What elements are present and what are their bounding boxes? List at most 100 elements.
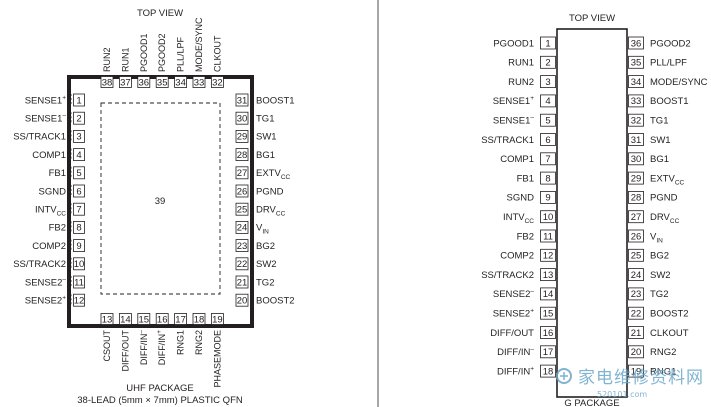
- uhf-pin-20-name: BOOST2: [256, 296, 295, 307]
- g-pin-25-name: BG2: [650, 251, 669, 262]
- g-package-body: [556, 28, 628, 398]
- uhf-pin-7-number: 7: [76, 205, 81, 216]
- g-pin-24-name: SW2: [650, 270, 671, 281]
- uhf-pin-2-number: 2: [76, 114, 81, 125]
- uhf-pin-27-name: EXTVCC: [256, 168, 291, 181]
- uhf-pin-28-number: 28: [237, 150, 248, 161]
- uhf-pin-17-number: 17: [175, 314, 186, 325]
- g-pin-33-number: 33: [631, 96, 642, 107]
- g-pin-30-number: 30: [631, 154, 642, 165]
- uhf-pin-3-name: SS/TRACK1: [13, 132, 66, 143]
- uhf-pin-37-number: 37: [120, 77, 131, 88]
- uhf-pin-11-number: 11: [74, 277, 84, 288]
- uhf-pin-16-name: DIFF/IN+: [156, 330, 167, 366]
- g-pin-3-name: RUN2: [508, 77, 534, 88]
- uhf-pin-18-number: 18: [194, 314, 205, 325]
- uhf-pin-7-box: [73, 202, 85, 216]
- g-pin-21-number: 21: [631, 328, 642, 339]
- g-pin-11-number: 11: [543, 231, 553, 242]
- g-pin-35-box: [628, 55, 644, 69]
- g-pin-16-number: 16: [543, 328, 554, 339]
- g-pin-14-name: SENSE2–: [493, 288, 535, 300]
- g-top-view-label: TOP VIEW: [569, 13, 615, 24]
- uhf-pin-18-box: [192, 313, 206, 325]
- uhf-pin-37-name: RUN1: [120, 47, 130, 72]
- g-pin-17-number: 17: [543, 347, 554, 358]
- uhf-pin-6-number: 6: [76, 186, 81, 197]
- watermark: 家电维修资料网 520101.com: [556, 368, 703, 399]
- g-package-name: G PACKAGE: [564, 398, 619, 407]
- uhf-pin-22-box: [235, 257, 249, 271]
- g-pin-31-name: SW1: [650, 135, 671, 146]
- uhf-pin-8-number: 8: [76, 223, 81, 234]
- g-pin-5-box: [540, 113, 556, 127]
- g-pin-36-number: 36: [631, 38, 642, 49]
- uhf-pin-14-name: DIFF/OUT: [120, 330, 130, 372]
- uhf-pin-22-number: 22: [237, 259, 248, 270]
- uhf-pin-8-name: FB2: [49, 223, 66, 234]
- g-left-pins: 1PGOOD12RUN13RUN24SENSE1+5SENSE1–6SS/TRA…: [481, 36, 556, 378]
- g-pin-29-box: [628, 171, 644, 185]
- g-pin-6-name: SS/TRACK1: [481, 135, 534, 146]
- g-pin-8-name: FB1: [517, 173, 534, 184]
- uhf-pin-8-box: [73, 220, 85, 234]
- g-pin-7-box: [540, 152, 556, 166]
- g-pin-2-box: [540, 55, 556, 69]
- g-pin-20-name: RNG2: [650, 347, 676, 358]
- uhf-pin-35-number: 35: [157, 77, 168, 88]
- g-pin-19-box: [628, 364, 644, 378]
- uhf-pin-10-name: SS/TRACK2: [13, 259, 66, 270]
- uhf-pin-35-box: [155, 76, 169, 88]
- g-pin-33-box: [628, 94, 644, 108]
- g-pin-32-box: [628, 113, 644, 127]
- uhf-pin-16-number: 16: [157, 314, 168, 325]
- uhf-pin-20-box: [235, 293, 249, 307]
- uhf-top-view-label: TOP VIEW: [137, 8, 183, 19]
- g-pin-1-box: [540, 36, 556, 50]
- uhf-pin-4-name: COMP1: [32, 150, 66, 161]
- uhf-bottom-pins: 13CSOUT14DIFF/OUT15DIFF/IN–16DIFF/IN+17R…: [100, 313, 224, 388]
- uhf-pin-33-name: MODE/SYNC: [194, 17, 204, 72]
- uhf-pad-number: 39: [155, 196, 166, 207]
- g-pin-4-number: 4: [545, 96, 550, 107]
- uhf-pin-38-box: [100, 76, 114, 88]
- uhf-pin-32-box: [210, 76, 224, 88]
- g-pin-32-name: TG1: [650, 116, 668, 127]
- uhf-pin-28-name: BG1: [256, 150, 275, 161]
- g-pin-22-box: [628, 306, 644, 320]
- uhf-pin-36-number: 36: [139, 77, 150, 88]
- g-pin-14-box: [540, 287, 556, 301]
- uhf-pin-4-box: [73, 148, 85, 162]
- g-pin-34-name: MODE/SYNC: [650, 77, 708, 88]
- g-pin-27-box: [628, 210, 644, 224]
- uhf-pin-16-box: [155, 313, 169, 325]
- g-pin-19-number: 19: [631, 366, 642, 377]
- g-pin-11-box: [540, 229, 556, 243]
- uhf-pin-1-number: 1: [76, 95, 81, 106]
- g-pin-35-name: PLL/LPF: [650, 58, 687, 69]
- uhf-pin-17-name: RNG1: [176, 330, 186, 355]
- uhf-pin-24-box: [235, 220, 249, 234]
- g-pin-5-number: 5: [545, 116, 550, 127]
- g-pin-8-number: 8: [545, 173, 550, 184]
- g-pin-25-number: 25: [631, 251, 642, 262]
- uhf-pin-5-number: 5: [76, 168, 81, 179]
- g-pin-12-number: 12: [543, 251, 554, 262]
- uhf-pin-29-number: 29: [237, 132, 248, 143]
- uhf-pin-36-name: PGOOD1: [139, 33, 149, 72]
- uhf-pin-2-box: [73, 111, 85, 125]
- g-pin-18-name: DIFF/IN+: [497, 365, 534, 377]
- uhf-pin-6-box: [73, 184, 85, 198]
- g-pin-23-number: 23: [631, 289, 642, 300]
- uhf-pin-1-name: SENSE1+: [25, 94, 67, 106]
- g-pin-35-number: 35: [631, 58, 642, 69]
- uhf-pin-13-name: CSOUT: [102, 329, 112, 361]
- g-pin-2-number: 2: [545, 58, 550, 69]
- uhf-pin-31-box: [235, 93, 249, 107]
- g-pin-13-box: [540, 268, 556, 282]
- uhf-pin-33-box: [192, 76, 206, 88]
- g-pin-7-name: COMP1: [500, 154, 534, 165]
- uhf-pin-31-number: 31: [237, 95, 248, 106]
- uhf-pin-23-name: BG2: [256, 241, 275, 252]
